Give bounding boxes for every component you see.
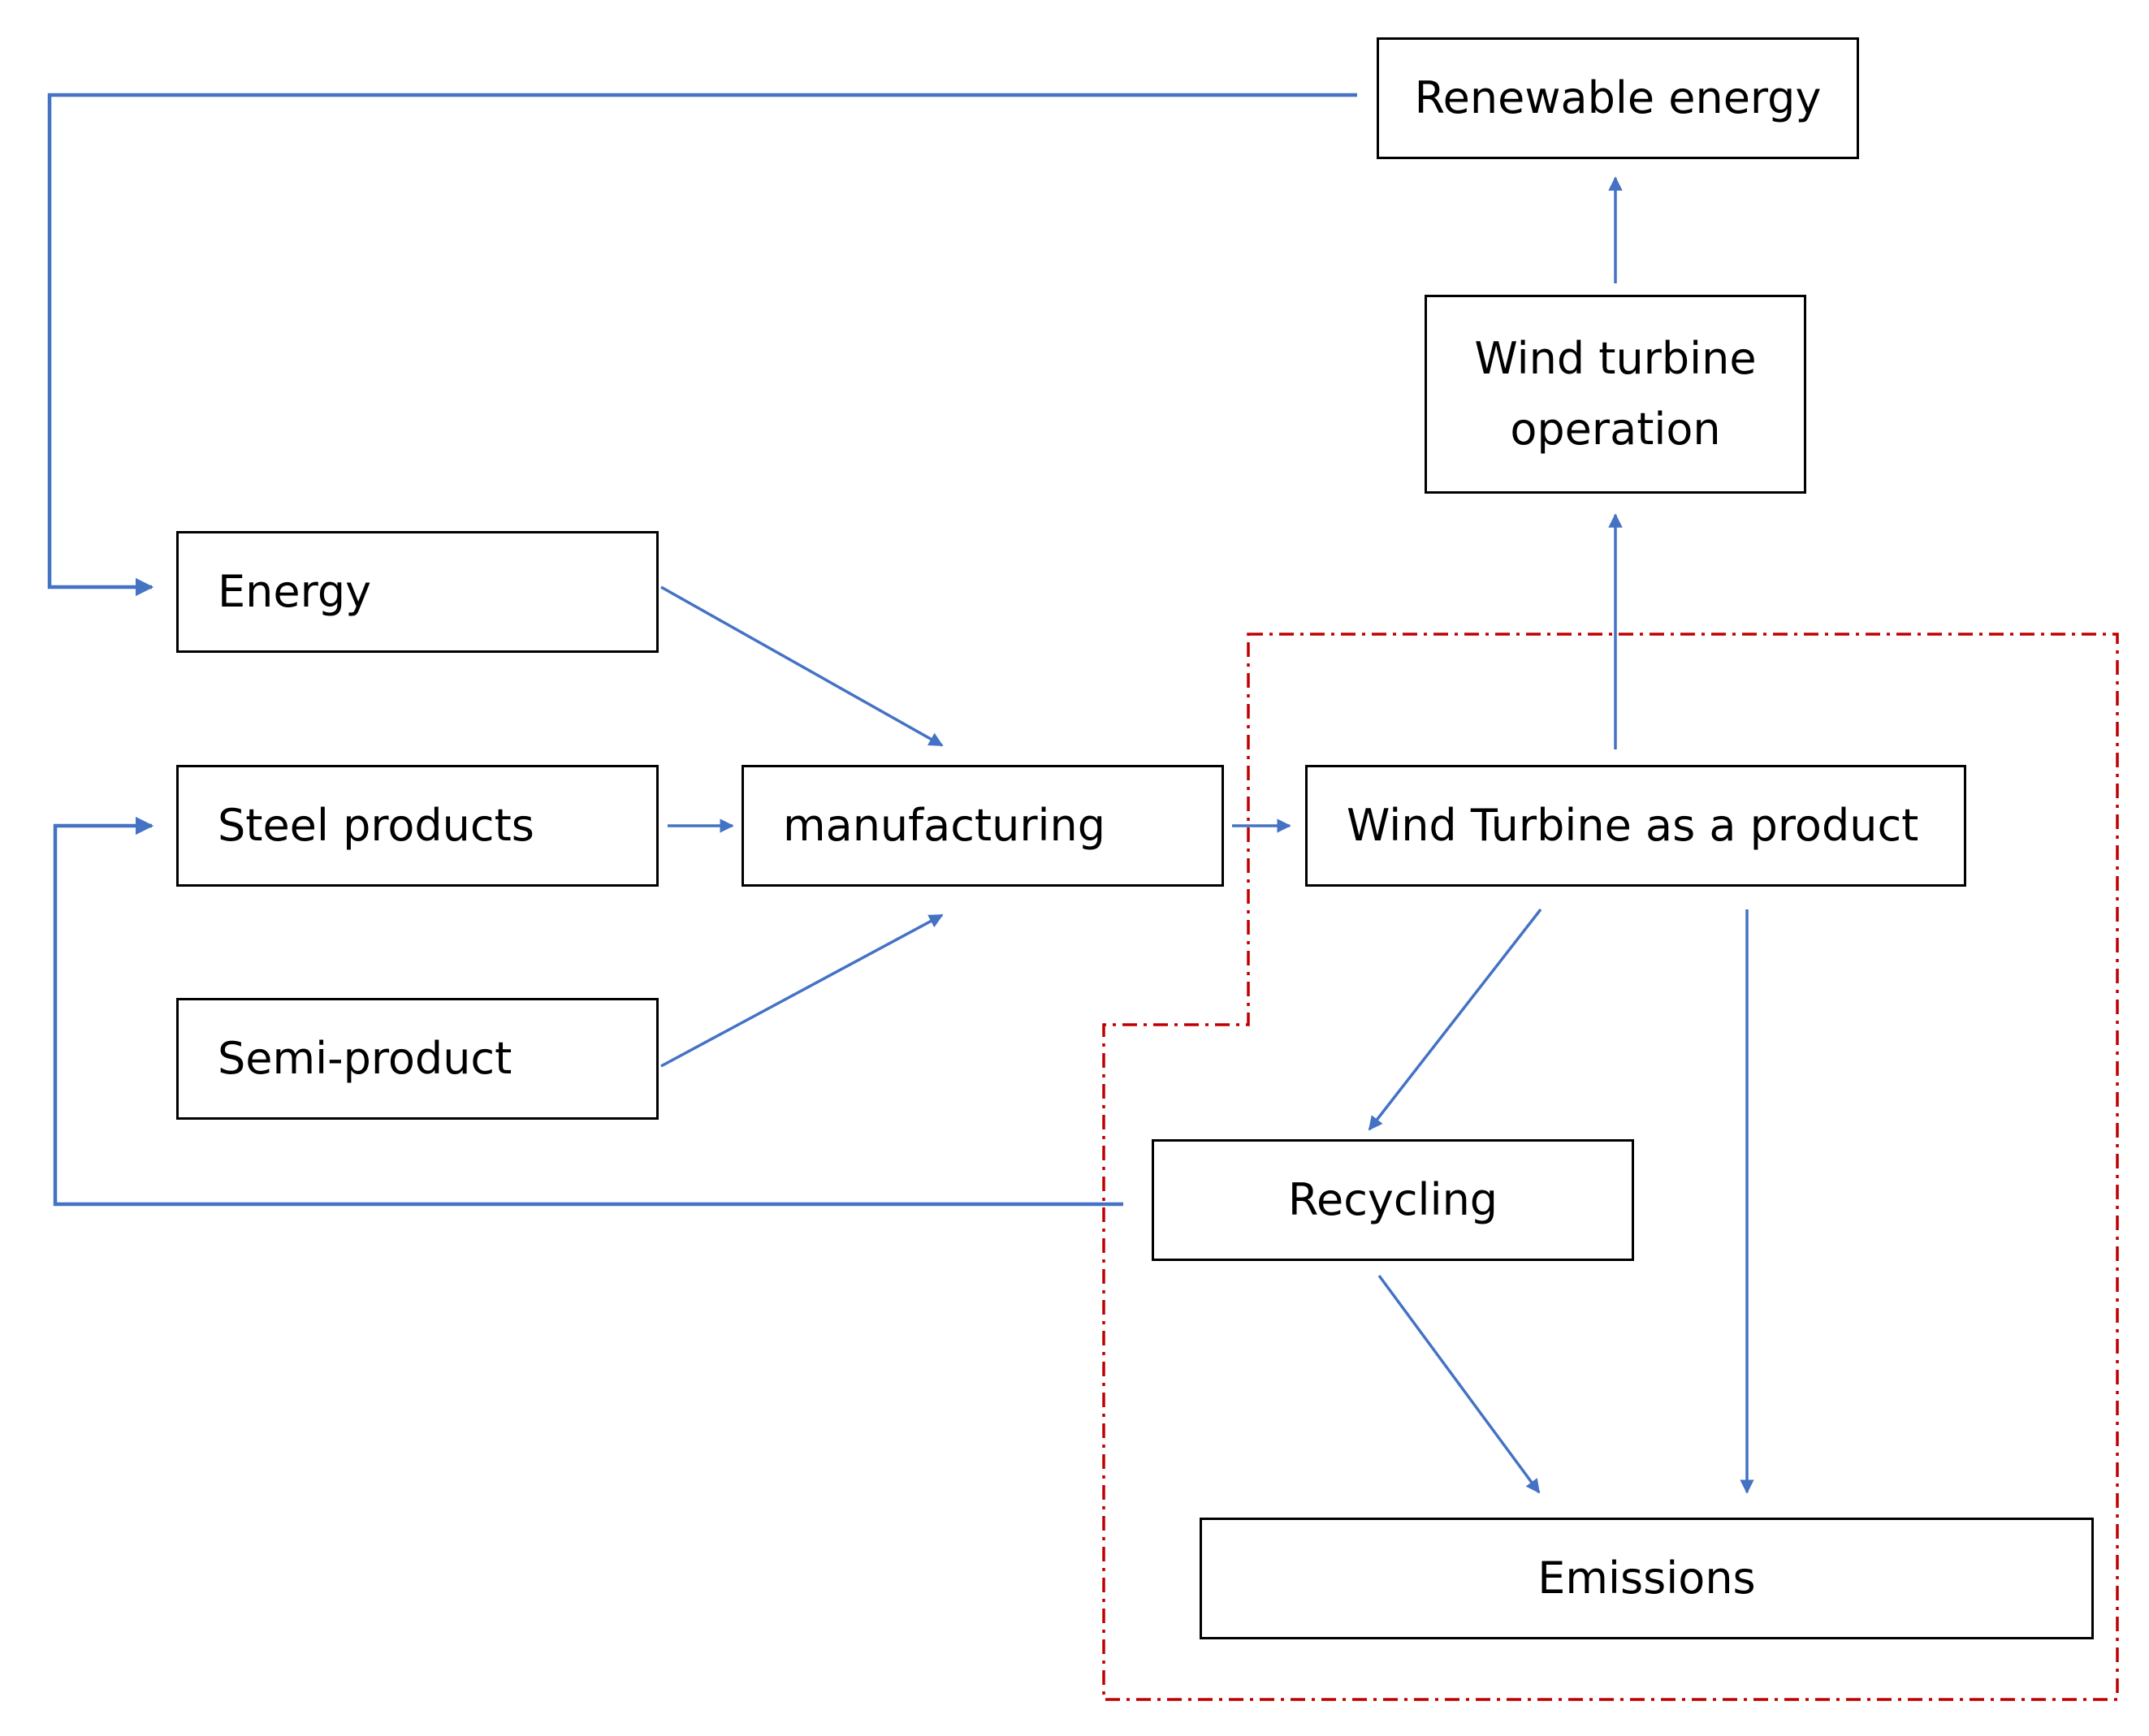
- node-manufacturing: manufacturing: [742, 765, 1224, 887]
- node-renewable-energy-label: Renewable energy: [1414, 71, 1822, 123]
- node-recycling-label: Recycling: [1287, 1173, 1498, 1225]
- edge-product-to-recycling: [1368, 908, 1542, 1131]
- edge-semi-to-manufacturing: [660, 913, 944, 1068]
- node-wind-turbine-operation: Wind turbine operation: [1425, 295, 1806, 494]
- node-steel-products: Steel products: [176, 765, 659, 887]
- node-energy: Energy: [176, 531, 659, 653]
- node-semi-product-label: Semi-product: [218, 1032, 512, 1084]
- node-energy-label: Energy: [218, 565, 372, 617]
- edge-renewable-to-energy: [47, 93, 1357, 597]
- node-emissions: Emissions: [1200, 1518, 2094, 1639]
- edge-recycling-to-steel: [53, 816, 1123, 1207]
- node-renewable-energy: Renewable energy: [1377, 37, 1859, 159]
- node-wind-turbine-product: Wind Turbine as a product: [1305, 765, 1966, 887]
- node-wind-turbine-product-label: Wind Turbine as a product: [1347, 799, 1919, 851]
- node-emissions-label: Emissions: [1537, 1552, 1756, 1604]
- system-boundary: [1102, 633, 2119, 1701]
- node-semi-product: Semi-product: [176, 998, 659, 1120]
- node-wind-turbine-operation-label: Wind turbine operation: [1474, 333, 1757, 455]
- edge-energy-to-manufacturing: [660, 585, 944, 747]
- node-manufacturing-label: manufacturing: [783, 799, 1106, 851]
- edge-recycling-to-emissions: [1377, 1274, 1541, 1494]
- node-recycling: Recycling: [1152, 1139, 1634, 1261]
- node-steel-products-label: Steel products: [218, 799, 534, 851]
